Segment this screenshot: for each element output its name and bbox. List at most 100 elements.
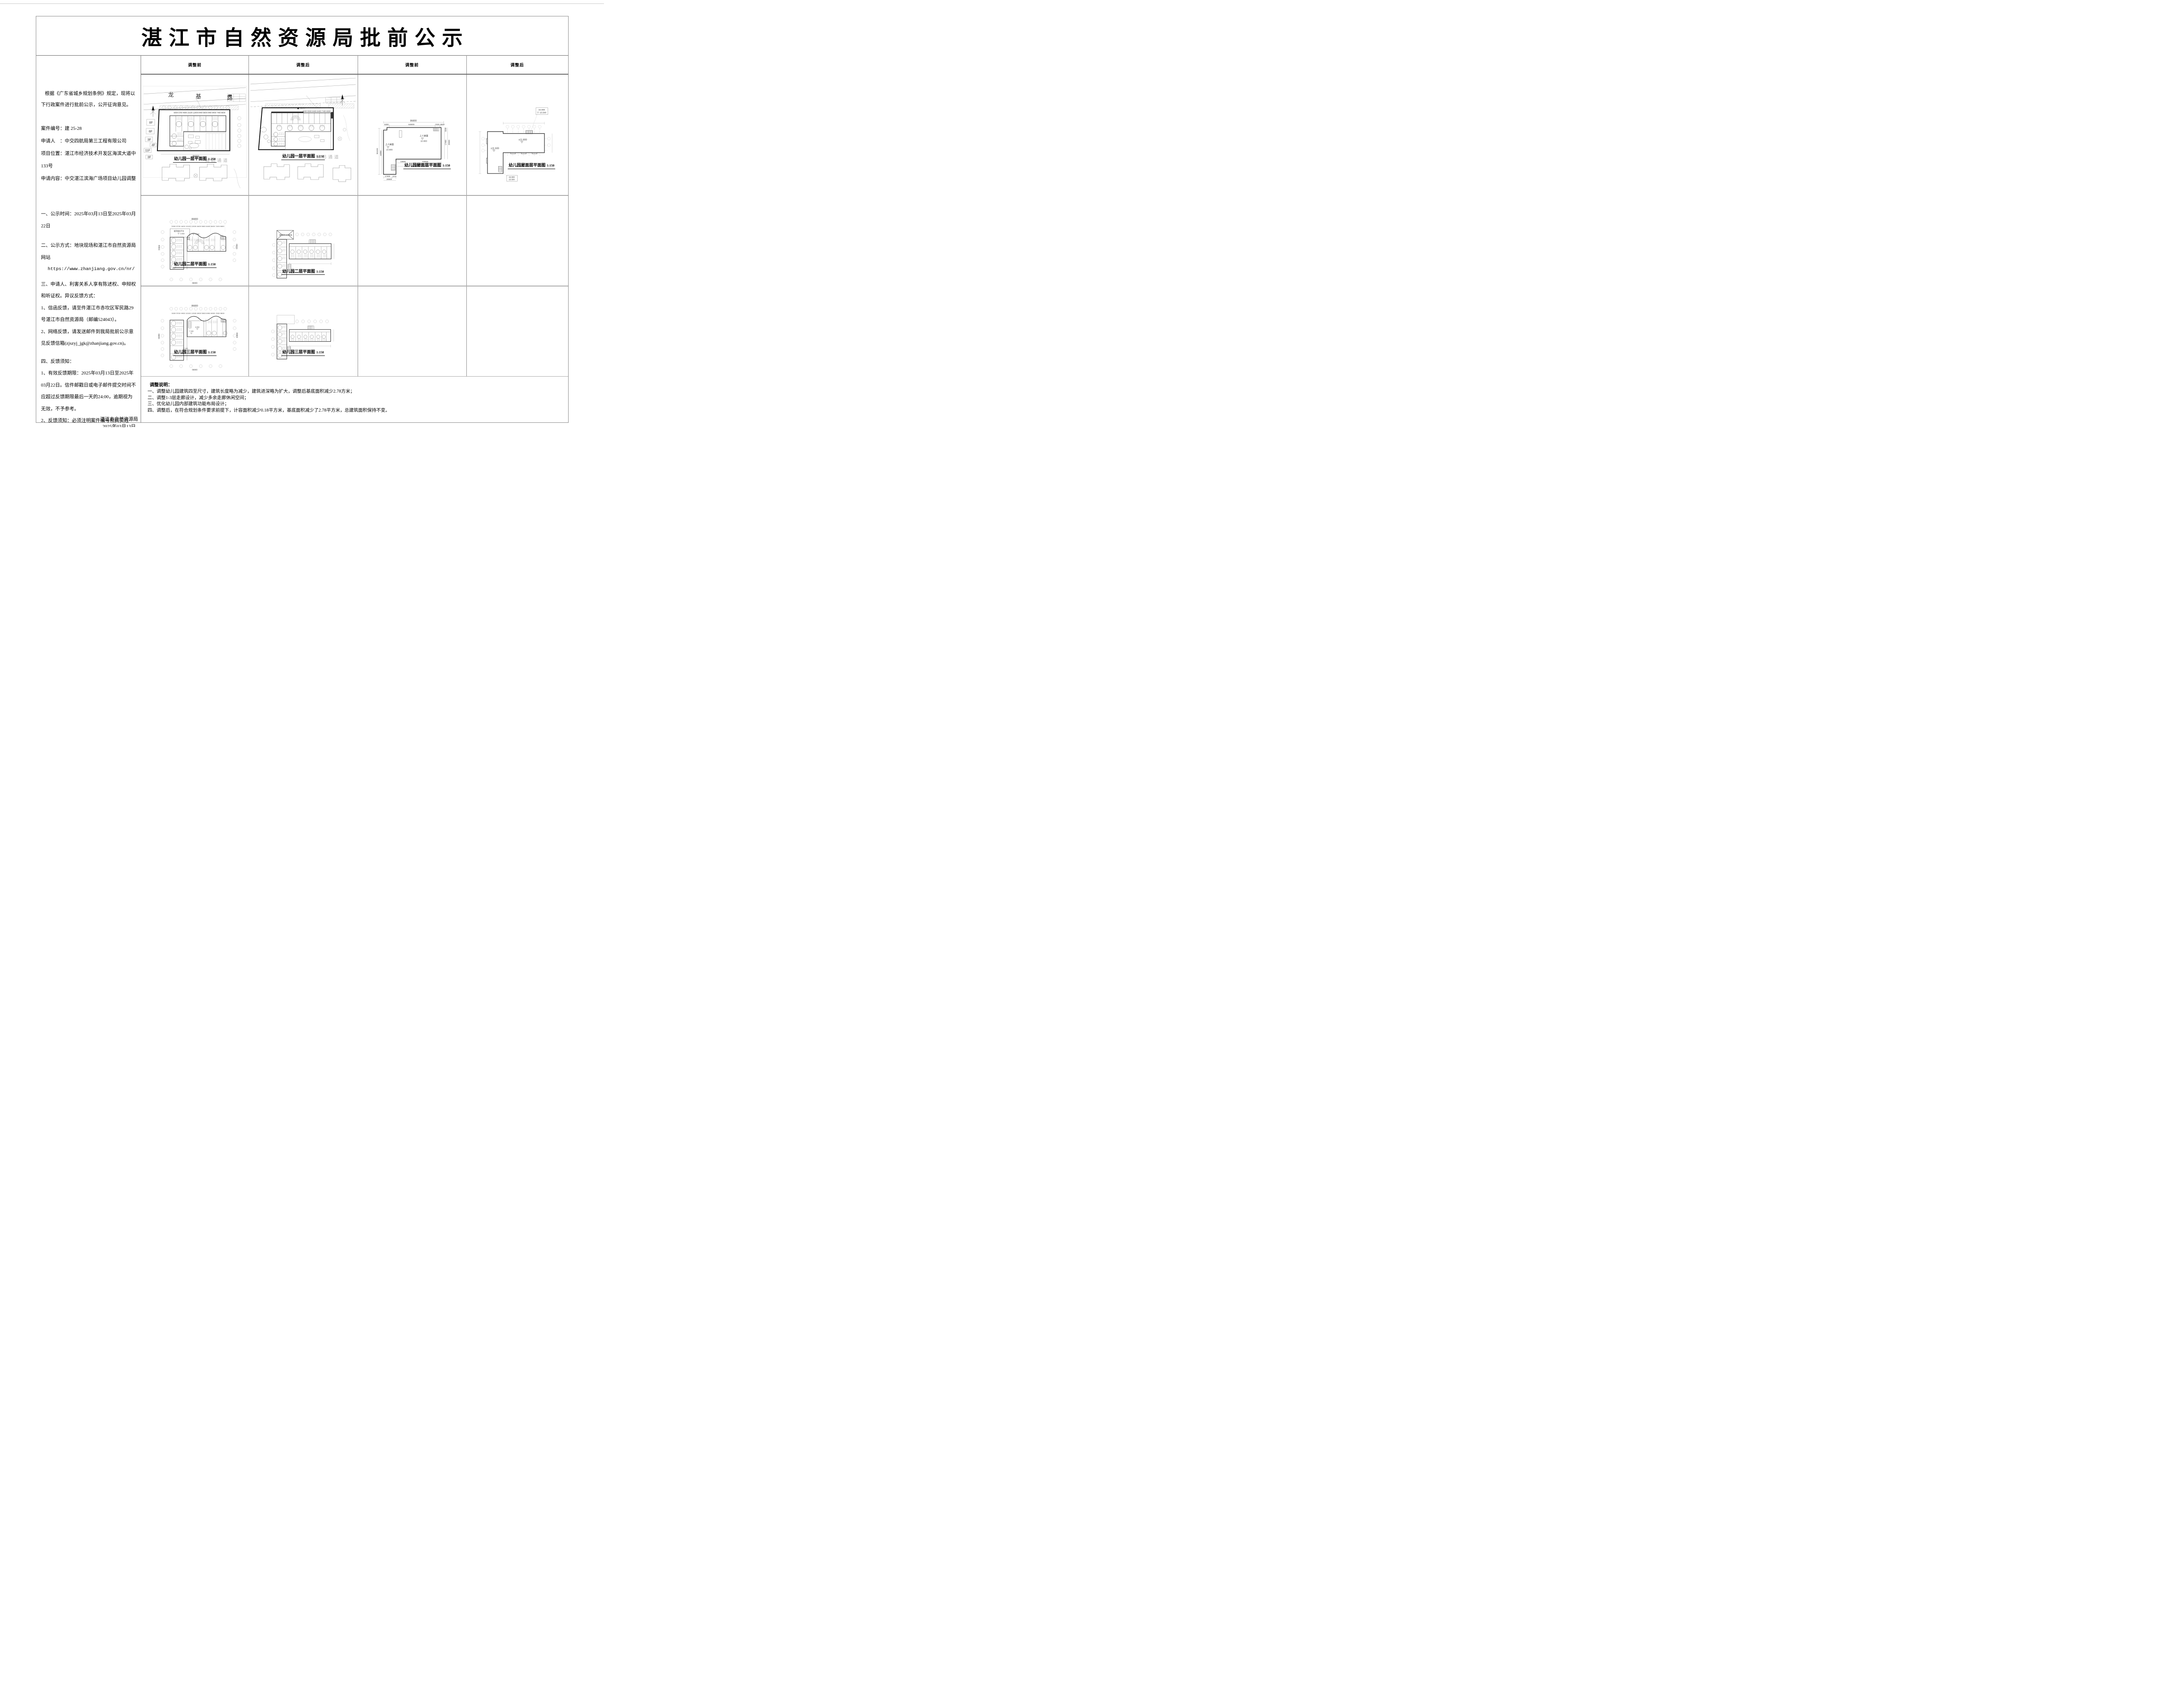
site-fence (258, 107, 334, 150)
stair-bottom (498, 166, 518, 182)
bed-grids (176, 321, 226, 359)
classroom-circles (171, 121, 218, 146)
section-rights: 三、申请人、利害关系人享有陈述权、申辩权和听证权。异议反馈方式： 1、信函反馈，… (41, 279, 136, 350)
bed-grids (176, 116, 218, 142)
header-bottom-line (141, 74, 568, 75)
level-label: 上人屋面 (420, 134, 428, 137)
dim: 3200 (393, 175, 397, 177)
floor2-after-drawing: 屋顶绿化活动场地 (272, 230, 334, 279)
grid-bubbles-left (160, 319, 164, 357)
fire-lane-label: 消防通道 (316, 154, 340, 160)
cell-floor2-before: 86800 9300 5700 4400 10100 12000 8400 56… (141, 196, 248, 286)
level-value: ±11.600 (491, 147, 499, 150)
header-before-1: 调整前 (141, 55, 248, 74)
neighbor-label: 11F (145, 149, 150, 152)
cell-site-plan-after: 12.90 (248, 74, 358, 195)
cell-floor3-before: 86800 9300 5700 4400 10100 12000 8400 56… (141, 286, 248, 376)
residential-buildings (264, 164, 351, 182)
site-fence (157, 109, 230, 151)
dark-wall (331, 112, 333, 119)
level-value: 15.900 (538, 109, 545, 111)
dim-bottom (383, 176, 396, 181)
dim: 8200 (384, 123, 389, 126)
feedback-mail-text: 1、信函反馈，请至件湛江市赤坎区军民路29号湛江市自然资源局（邮编524043）… (41, 305, 134, 323)
fan-hall (195, 239, 204, 244)
stair-elevator (187, 236, 226, 240)
header-label: 调整后 (510, 63, 524, 68)
level-value: 8.050 (195, 326, 200, 328)
dim-bays: 9300 5700 4400 10100 12000 8400 5600 840… (172, 312, 225, 315)
roof-plan-after-drawing: 15.900 15.500 ±11.800 ±11.600 (478, 107, 553, 182)
entry-marker (297, 107, 299, 109)
dim: 44800 (422, 160, 428, 163)
neighbor-buildings-left: 8F 6F 3F 4F 11F 3F (144, 119, 157, 159)
dim-side: 55800 (236, 244, 238, 249)
sidewalk-hatch (328, 104, 354, 108)
bed-grids (277, 124, 324, 145)
grid-bubbles-right (233, 319, 236, 351)
cell-empty-r3c3 (358, 286, 466, 376)
dim-middle (396, 161, 441, 167)
dim-bays-top: 8400 5600 8400 8400 7400 6600 (303, 110, 331, 113)
level-tower: ±11.600 (491, 147, 499, 152)
bureau-website-url: https://www.zhanjiang.gov.cn/nr/ (47, 267, 135, 272)
dim-left (378, 128, 382, 175)
dim: 3200 (444, 127, 446, 132)
level-value: 15.900 (509, 176, 515, 178)
rights-text: 三、申请人、利害关系人享有陈述权、申辩权和听证权。异议反馈方式： (41, 281, 136, 299)
wing-rooms (277, 246, 327, 271)
hall-level: 3.600 (192, 233, 200, 236)
level-label: 上人屋面 (385, 143, 394, 146)
level-mark-1: 上人屋面 10.800 (420, 134, 428, 142)
dim-bays: 9300 5700 4400 10100 12000 8400 5600 840… (172, 225, 224, 227)
roof-plan-before-drawing: 86800 8200 64800 7400 6600 50400 44800 (376, 120, 450, 181)
levels: 8.050 7.150 7.200 (184, 326, 200, 352)
bed-grids (282, 241, 327, 275)
upper-roof-outline (277, 315, 295, 324)
column-divider-3 (466, 55, 467, 376)
notes-heading: 调整说明： (150, 383, 173, 387)
cell-roof-plan-before: 86800 8200 64800 7400 6600 50400 44800 (358, 74, 466, 195)
section-publicity-time: 一、公示时间：2025年03月13日至2025年03月22日 (41, 211, 136, 229)
dim-total: 86800 (192, 218, 198, 220)
neighbor-label: 4F (151, 144, 155, 147)
level-wing: ±11.800 (519, 138, 527, 143)
header-after-1: 调整后 (248, 55, 358, 74)
field-applicant: 申请人 ：中交四航局第三工程有限公司 (41, 138, 126, 144)
classroom-circles (277, 241, 327, 277)
terrace-level: 3.350 (180, 233, 185, 235)
edge-notches (486, 138, 537, 164)
notice-page: 湛 江 市 自 然 资 源 局 批 前 公 示 根据《广东省城乡规划条例》规定，… (0, 0, 604, 427)
dim: 17400 (444, 139, 446, 145)
feedback-email-text: 2、网络反馈，请发送邮件到我局批前公示意见反馈信箱(zjszyj_jgk@zha… (41, 329, 134, 346)
skylight (399, 130, 402, 138)
index-table-inset (227, 94, 246, 102)
grid-bubbles-right (233, 230, 236, 262)
feedback-deadline-text: 1、有效反馈期限：2025年03月13日至2025年03月22日。信件邮戳日或电… (41, 371, 136, 412)
stairs (288, 239, 316, 269)
cell-site-plan-before: 龙 基 路 9300 5 (141, 74, 248, 195)
grid-bubbles-right (237, 116, 241, 148)
dim: 64800 (409, 123, 415, 126)
dim: 7400 (435, 123, 440, 126)
title-band: 湛 江 市 自 然 资 源 局 批 前 公 示 (36, 16, 568, 56)
neighbor-label: 3F (148, 156, 151, 159)
dark-corridor-band (271, 111, 304, 113)
north-arrow (150, 105, 156, 117)
neighbor-label: 3F (148, 138, 151, 142)
north-arrow (340, 94, 345, 106)
dim-side: 55800 (158, 245, 160, 250)
roof-over-wing (277, 230, 294, 240)
dim: 44800 (380, 150, 382, 156)
grid-bubbles-left (161, 230, 164, 268)
dim-total: 86800 (192, 282, 198, 284)
road (250, 78, 356, 108)
site-plan-after-drawing: 12.90 (250, 78, 356, 182)
neighbor-label: 8F (149, 122, 153, 125)
dim: 14000 (400, 160, 406, 163)
notes-item-1: 一、调整幼儿园建筑四至尺寸，建筑长度略为减少，建筑进深略为扩大，调整后基底面积减… (148, 389, 355, 394)
section-publicity-method: 二、公示方式：地块现场和湛江市自然资源局网站 https://www.zhanj… (41, 240, 136, 276)
dim-top (383, 121, 444, 127)
dim-total: 86800 (192, 369, 198, 371)
